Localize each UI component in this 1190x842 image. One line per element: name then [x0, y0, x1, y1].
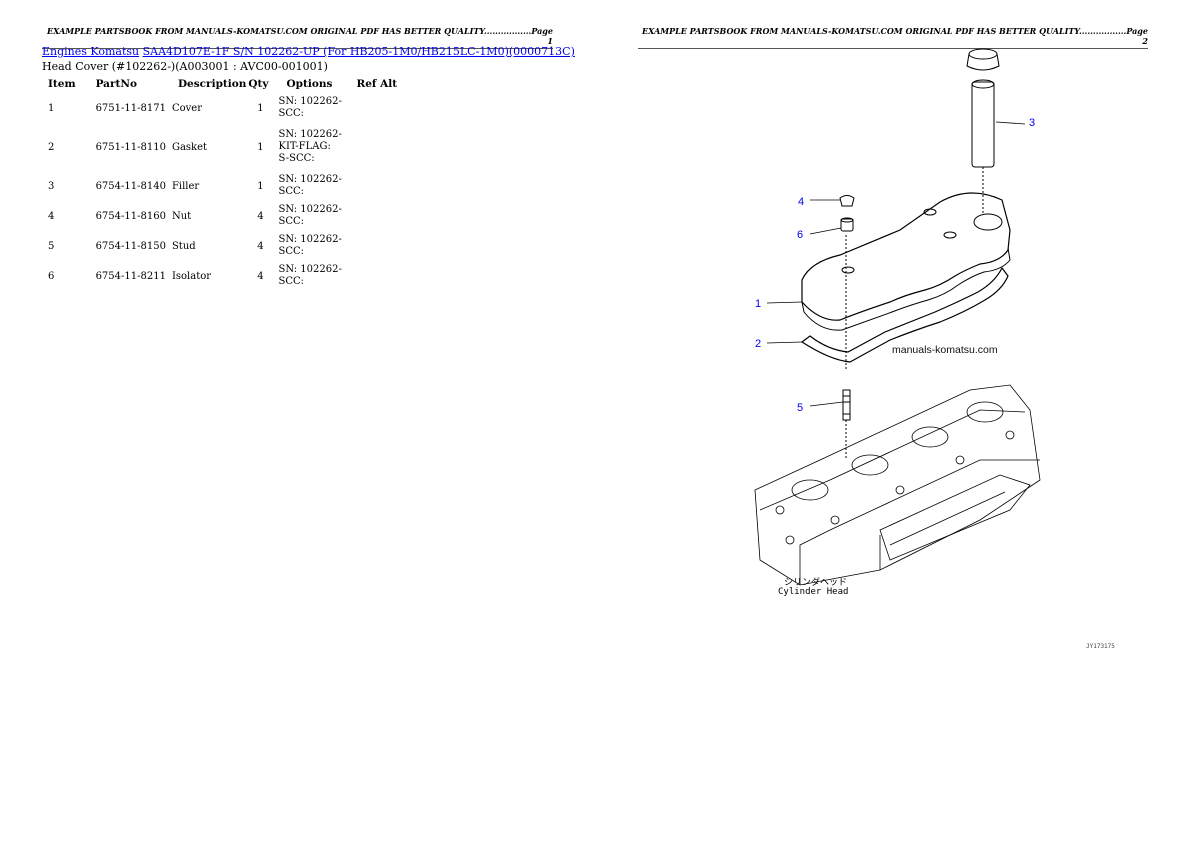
cell-options: SN: 102262-SCC:	[278, 96, 342, 119]
filler-cap-drawing	[966, 48, 1000, 215]
cell-options: SN: 102262-SCC:	[278, 174, 342, 197]
cell-qty: 1	[257, 102, 264, 114]
cell-description: Gasket	[171, 141, 208, 153]
cell-item: 1	[48, 102, 55, 114]
callout-6: 6	[797, 229, 804, 241]
cell-description: Nut	[171, 210, 192, 222]
watermark: manuals-komatsu.com	[892, 344, 998, 356]
page-header-left: EXAMPLE PARTSBOOK FROM MANUALS-KOMATSU.C…	[42, 26, 553, 49]
table-row: 6 6754-11-8211 Isolator 4 SN: 102262-SCC:	[42, 261, 403, 291]
callout-1: 1	[755, 298, 762, 310]
cell-ref-alt	[351, 171, 404, 201]
page-header-right: EXAMPLE PARTSBOOK FROM MANUALS-KOMATSU.C…	[638, 26, 1148, 49]
cell-partno: 6754-11-8140	[95, 180, 166, 192]
cell-ref-alt	[351, 93, 404, 123]
cell-partno: 6754-11-8150	[95, 240, 166, 252]
cell-item: 2	[48, 141, 55, 153]
col-partno: PartNo	[95, 78, 137, 90]
table-row: 4 6754-11-8160 Nut 4 SN: 102262-SCC:	[42, 201, 403, 231]
cell-partno: 6754-11-8160	[95, 210, 166, 222]
parts-diagram: 1 2 3 4 5 6 manuals-komatsu.com シリンダヘッド …	[740, 40, 1060, 610]
col-options: Options	[286, 78, 333, 90]
cell-options: SN: 102262-SCC:	[278, 264, 342, 287]
cell-qty: 4	[257, 240, 264, 252]
table-row: 3 6754-11-8140 Filler 1 SN: 102262-SCC:	[42, 171, 403, 201]
callout-5: 5	[797, 402, 804, 414]
parts-table: Item PartNo Description Qty Options Ref …	[42, 75, 403, 291]
cell-options: SN: 102262-KIT-FLAG: S-SCC:	[278, 129, 342, 164]
cell-description: Filler	[171, 180, 200, 192]
cell-ref-alt	[351, 201, 404, 231]
callout-3: 3	[1029, 117, 1036, 129]
callout-4: 4	[798, 196, 805, 208]
breadcrumb: Engines Komatsu SAA4D107E-1F S/N 102262-…	[42, 45, 575, 58]
cell-description: Cover	[171, 102, 202, 114]
head-cover-drawing	[801, 192, 1011, 370]
cell-qty: 1	[257, 180, 264, 192]
col-ref-alt: Ref Alt	[356, 78, 398, 90]
cell-partno: 6754-11-8211	[95, 270, 166, 282]
cell-qty: 1	[257, 141, 264, 153]
cell-description: Stud	[171, 240, 196, 252]
cell-description: Isolator	[171, 270, 212, 282]
cell-item: 6	[48, 270, 55, 282]
breadcrumb-link-engines[interactable]: Engines Komatsu	[42, 45, 140, 58]
leader-lines	[766, 121, 1026, 407]
cell-qty: 4	[257, 210, 264, 222]
page-subtitle: Head Cover (#102262-)(A003001 : AVC00-00…	[42, 60, 328, 73]
breadcrumb-link-model[interactable]: SAA4D107E-1F S/N 102262-UP (For HB205-1M…	[142, 45, 575, 58]
cell-item: 3	[48, 180, 55, 192]
cylinder-head-drawing	[754, 384, 1041, 586]
table-header-row: Item PartNo Description Qty Options Ref …	[42, 75, 403, 93]
drawing-code: JY173175	[1086, 643, 1115, 650]
col-description: Description	[177, 78, 247, 90]
stud-drawing	[842, 389, 851, 460]
col-item: Item	[48, 78, 76, 90]
cell-ref-alt	[351, 261, 404, 291]
label-cylinder-head: Cylinder Head	[778, 587, 849, 597]
callout-2: 2	[755, 338, 762, 350]
cell-options: SN: 102262-SCC:	[278, 234, 342, 257]
cell-item: 5	[48, 240, 55, 252]
cell-ref-alt	[351, 123, 404, 171]
cell-qty: 4	[257, 270, 264, 282]
nut-isolator-drawing	[839, 195, 855, 232]
table-row: 5 6754-11-8150 Stud 4 SN: 102262-SCC:	[42, 231, 403, 261]
label-jp: シリンダヘッド	[784, 578, 848, 588]
col-qty: Qty	[248, 78, 269, 90]
cell-item: 4	[48, 210, 55, 222]
gasket-drawing	[800, 266, 1009, 363]
table-row: 2 6751-11-8110 Gasket 1 SN: 102262-KIT-FLAG:…	[42, 123, 403, 171]
cell-partno: 6751-11-8171	[95, 102, 166, 114]
cell-ref-alt	[351, 231, 404, 261]
cell-options: SN: 102262-SCC:	[278, 204, 342, 227]
cell-partno: 6751-11-8110	[95, 141, 166, 153]
table-row: 1 6751-11-8171 Cover 1 SN: 102262-SCC:	[42, 93, 403, 123]
